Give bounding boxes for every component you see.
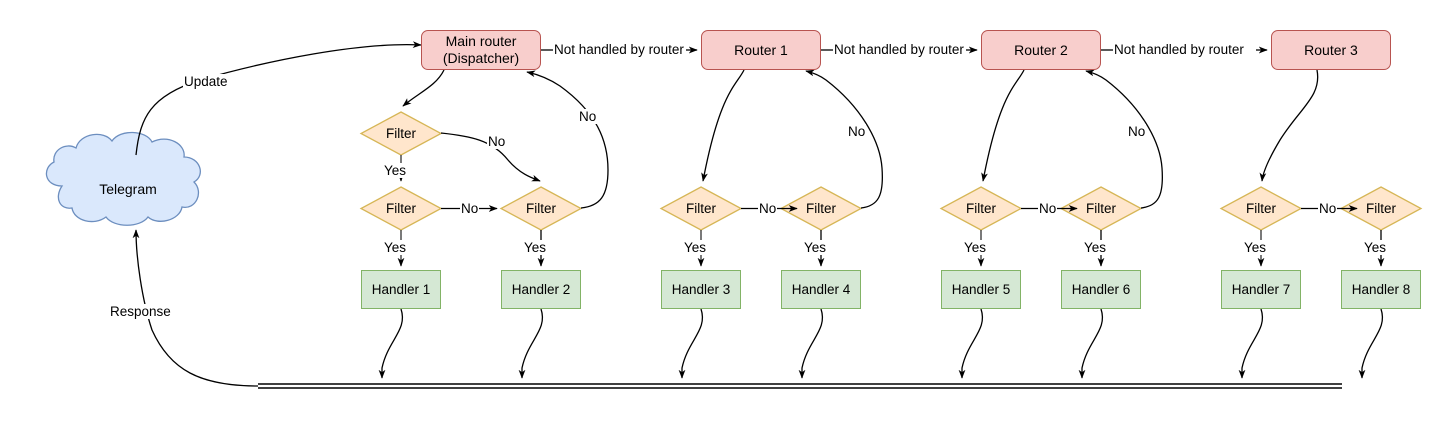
edge-label-no-filter-f: No [1038,201,1058,216]
edge-label-yes-5: Yes [803,240,828,255]
edge-label-yes-9: Yes [1363,240,1388,255]
edge-label-yes-8: Yes [1243,240,1268,255]
node-filter-i[interactable]: Filter [1366,201,1396,216]
router-3-label: Router 3 [1304,41,1358,58]
edge-label-yes-2: Yes [383,240,408,255]
router-2-label: Router 2 [1014,41,1068,58]
node-filter-c[interactable]: Filter [526,201,556,216]
edge-label-no-filter-b: No [460,201,480,216]
edge-h6-to-bus [1078,308,1104,379]
edge-filter-g-no-back [1085,69,1164,209]
node-handler-4[interactable]: Handler 4 [781,270,861,309]
node-filter-a[interactable]: Filter [386,126,416,141]
telegram-cloud-shape [45,131,201,226]
main-router-line2: (Dispatcher) [442,50,520,66]
edge-label-no-filter-g-back: No [1127,124,1147,139]
node-filter-b[interactable]: Filter [386,201,416,216]
node-filter-d[interactable]: Filter [686,201,716,216]
edge-label-update: Update [183,74,229,89]
node-filter-f[interactable]: Filter [966,201,996,216]
edge-r2-to-filter-f [981,69,1025,182]
edge-label-yes-6: Yes [963,240,988,255]
edge-label-no-filter-c-back: No [578,109,598,124]
edge-label-no-filter-e-back: No [847,124,867,139]
node-filter-g[interactable]: Filter [1086,201,1116,216]
node-main-router[interactable]: Main router (Dispatcher) [421,30,541,70]
edge-r1-to-filter-d [701,69,745,182]
edge-label-no-filter-h: No [1318,201,1338,216]
edge-response [132,229,259,387]
edge-h3-to-bus [678,308,704,379]
edge-r3-to-filter-h [1259,69,1319,182]
edge-label-not-handled-3: Not handled by router [1113,42,1245,57]
node-filter-e[interactable]: Filter [806,201,836,216]
edge-h8-to-bus [1358,308,1384,379]
node-handler-5[interactable]: Handler 5 [941,270,1021,309]
node-handler-3[interactable]: Handler 3 [661,270,741,309]
node-handler-1[interactable]: Handler 1 [361,270,441,309]
node-handler-2[interactable]: Handler 2 [501,270,581,309]
edge-h5-to-bus [958,308,984,379]
edge-mainrouter-to-filter-a [402,69,445,107]
node-router-2[interactable]: Router 2 [981,30,1101,70]
edge-label-not-handled-1: Not handled by router [553,42,685,57]
edge-label-no-filter-d: No [758,201,778,216]
edge-filter-e-no-back [805,69,884,209]
edge-h2-to-bus [518,308,544,379]
node-router-1[interactable]: Router 1 [701,30,821,70]
edge-label-yes-3: Yes [523,240,548,255]
node-filter-h[interactable]: Filter [1246,201,1276,216]
edge-label-yes-1: Yes [383,163,408,178]
edge-label-yes-4: Yes [683,240,708,255]
edge-h1-to-bus [378,308,404,379]
telegram-cloud-label: Telegram [99,181,157,197]
edge-label-yes-7: Yes [1083,240,1108,255]
router-1-label: Router 1 [734,41,788,58]
node-router-3[interactable]: Router 3 [1271,30,1391,70]
edge-label-not-handled-2: Not handled by router [833,42,965,57]
node-handler-6[interactable]: Handler 6 [1061,270,1141,309]
edge-h7-to-bus [1238,308,1264,379]
edge-label-response: Response [109,304,172,319]
main-router-line1: Main router [445,33,517,49]
node-handler-7[interactable]: Handler 7 [1221,270,1301,309]
edge-label-no-filter-a: No [487,134,507,149]
edge-filter-c-no-back [526,70,609,209]
edge-h4-to-bus [798,308,824,379]
node-handler-8[interactable]: Handler 8 [1341,270,1421,309]
edge-filter-a-no [440,132,541,182]
